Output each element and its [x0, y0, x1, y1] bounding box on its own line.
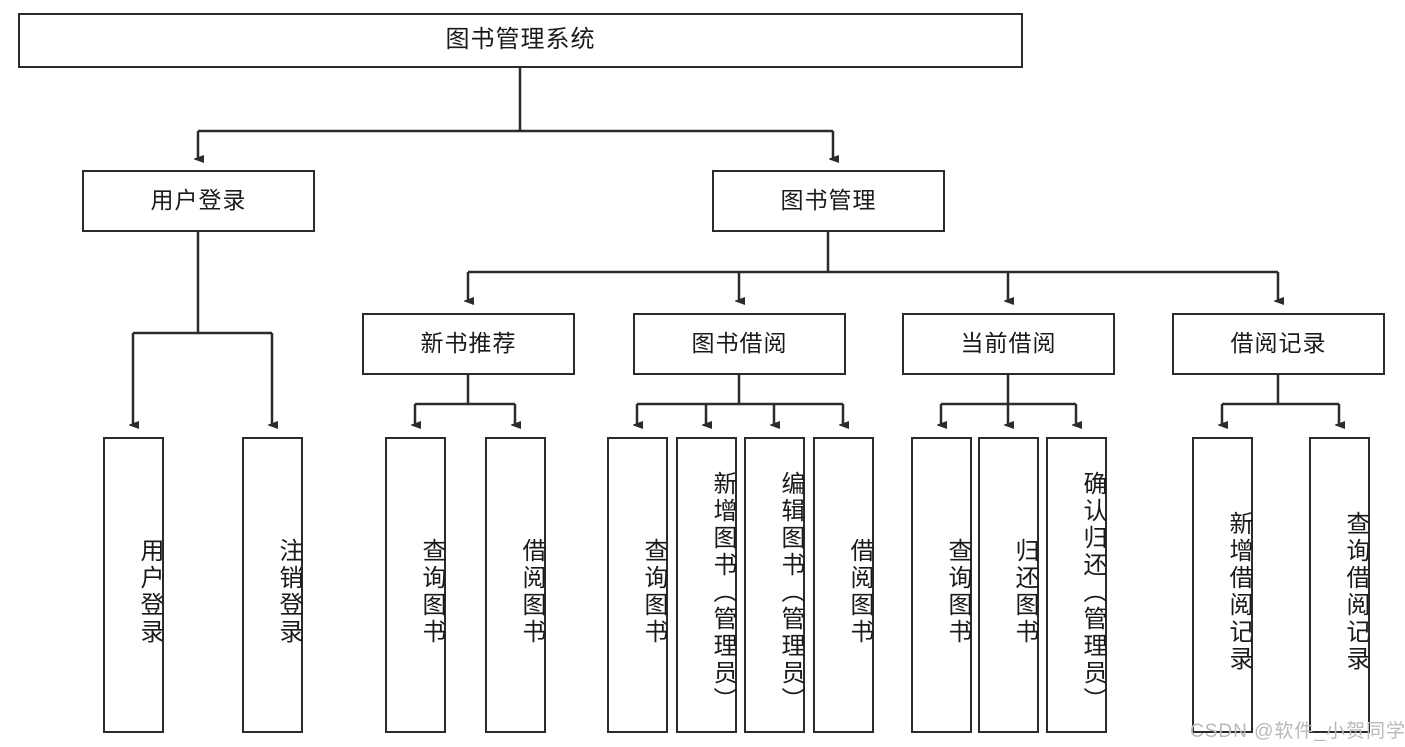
leaf-new-book-query-book[interactable]: 查询图书 — [385, 437, 446, 733]
node-label: 注销登录 — [275, 538, 302, 646]
node-borrow-record[interactable]: 借阅记录 — [1172, 313, 1385, 375]
node-book-borrow[interactable]: 图书借阅 — [633, 313, 846, 375]
leaf-current-borrow-query-book[interactable]: 查询图书 — [911, 437, 972, 733]
node-label: 用户登录 — [136, 538, 163, 646]
node-label: 查询借阅记录 — [1342, 511, 1369, 673]
node-label: 图书借阅 — [691, 330, 788, 357]
leaf-user-login-logout[interactable]: 注销登录 — [242, 437, 303, 733]
node-label: 用户登录 — [150, 187, 247, 214]
leaf-book-borrow-query-book[interactable]: 查询图书 — [607, 437, 668, 733]
leaf-new-book-borrow-book[interactable]: 借阅图书 — [485, 437, 546, 733]
leaf-book-borrow-add-book-admin[interactable]: 新增图书（管理员） — [676, 437, 737, 733]
node-label: 借阅图书 — [518, 538, 545, 646]
node-label: 当前借阅 — [960, 330, 1057, 357]
node-current-borrow[interactable]: 当前借阅 — [902, 313, 1115, 375]
watermark: CSDN @软件_小贺同学 — [1190, 721, 1405, 742]
leaf-current-borrow-confirm-return-admin[interactable]: 确认归还（管理员） — [1046, 437, 1107, 733]
node-label: 借阅记录 — [1230, 330, 1327, 357]
node-label: 新增图书（管理员） — [709, 470, 736, 714]
node-label: 图书管理 — [780, 187, 877, 214]
node-label: 图书管理系统 — [445, 26, 596, 54]
leaf-borrow-record-query-record[interactable]: 查询借阅记录 — [1309, 437, 1370, 733]
node-user-login[interactable]: 用户登录 — [82, 170, 315, 232]
leaf-user-login-login[interactable]: 用户登录 — [103, 437, 164, 733]
node-label: 新书推荐 — [420, 330, 517, 357]
node-book-management[interactable]: 图书管理 — [712, 170, 945, 232]
leaf-book-borrow-borrow-book[interactable]: 借阅图书 — [813, 437, 874, 733]
node-label: 编辑图书（管理员） — [777, 470, 804, 714]
node-label: 确认归还（管理员） — [1079, 470, 1106, 714]
node-label: 归还图书 — [1011, 538, 1038, 646]
node-label: 查询图书 — [944, 538, 971, 646]
leaf-current-borrow-return-book[interactable]: 归还图书 — [978, 437, 1039, 733]
leaf-book-borrow-edit-book-admin[interactable]: 编辑图书（管理员） — [744, 437, 805, 733]
node-root-book-management-system[interactable]: 图书管理系统 — [18, 13, 1023, 68]
node-label: 借阅图书 — [846, 538, 873, 646]
leaf-borrow-record-add-record[interactable]: 新增借阅记录 — [1192, 437, 1253, 733]
node-label: 查询图书 — [418, 538, 445, 646]
node-label: 新增借阅记录 — [1225, 511, 1252, 673]
node-new-book-recommend[interactable]: 新书推荐 — [362, 313, 575, 375]
node-label: 查询图书 — [640, 538, 667, 646]
